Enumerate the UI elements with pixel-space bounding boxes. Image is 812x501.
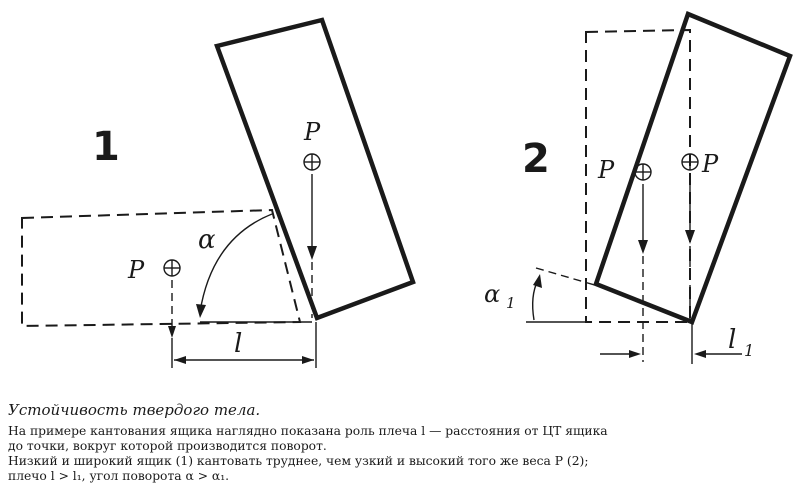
arm-l1-arrow-right xyxy=(694,350,706,358)
caption-line-2: до точки, вокруг которой производится по… xyxy=(8,439,327,453)
weight-arrow-2-left xyxy=(638,240,648,254)
caption-line-1: На примере кантования ящика наглядно пок… xyxy=(8,424,608,438)
figure-2-number: 2 xyxy=(522,136,550,182)
cog-marker-original xyxy=(163,259,181,277)
box-1-original-position xyxy=(21,208,302,328)
caption-title: Устойчивость твердого тела. xyxy=(8,401,261,419)
angle-alpha-arrowhead xyxy=(196,304,206,318)
figure-1-number: 1 xyxy=(92,124,120,170)
cog-marker-2-original xyxy=(681,153,699,171)
box-2-tilted-position xyxy=(593,11,793,325)
arm-l-arrow-right xyxy=(302,356,314,364)
cog-marker-2-tilted xyxy=(634,163,652,181)
angle-alpha-arc xyxy=(199,213,273,313)
arm-l1-subscript: 1 xyxy=(744,341,754,360)
angle-alpha1-ray xyxy=(535,267,599,287)
angle-alpha1-subscript: 1 xyxy=(506,294,516,312)
weight-arrow-original xyxy=(168,326,176,338)
caption-line-3: Низкий и широкий ящик (1) кантовать труд… xyxy=(8,454,589,468)
weight-arrow-tilted xyxy=(307,246,317,260)
arm-l1-arrow-left xyxy=(629,350,641,358)
arm-l-arrow-left xyxy=(174,356,186,364)
angle-alpha1-arrowhead xyxy=(533,274,542,288)
figure-2: 2 P P α 1 xyxy=(484,11,793,364)
box-2-original-position xyxy=(585,28,691,323)
force-label-original: P xyxy=(127,256,145,284)
cog-marker-tilted xyxy=(303,153,321,171)
force-label-tilted: P xyxy=(303,118,321,146)
weight-arrow-2-right xyxy=(685,230,695,244)
arm-l1-label: l xyxy=(728,325,736,355)
box-1-tilted-position xyxy=(214,17,416,321)
caption-line-4: плечо l > l₁, угол поворота α > α₁. xyxy=(8,469,230,483)
angle-alpha-label: α xyxy=(198,225,216,255)
figure-1: 1 α P P l xyxy=(21,17,416,368)
force-label-2-right: P xyxy=(701,150,719,178)
angle-alpha1-label: α xyxy=(484,280,500,308)
force-label-2-left: P xyxy=(597,156,615,184)
stability-diagram: 1 α P P l xyxy=(21,11,793,368)
figure-caption: Устойчивость твердого тела. На примере к… xyxy=(8,400,808,484)
arm-l-label: l xyxy=(234,329,242,359)
